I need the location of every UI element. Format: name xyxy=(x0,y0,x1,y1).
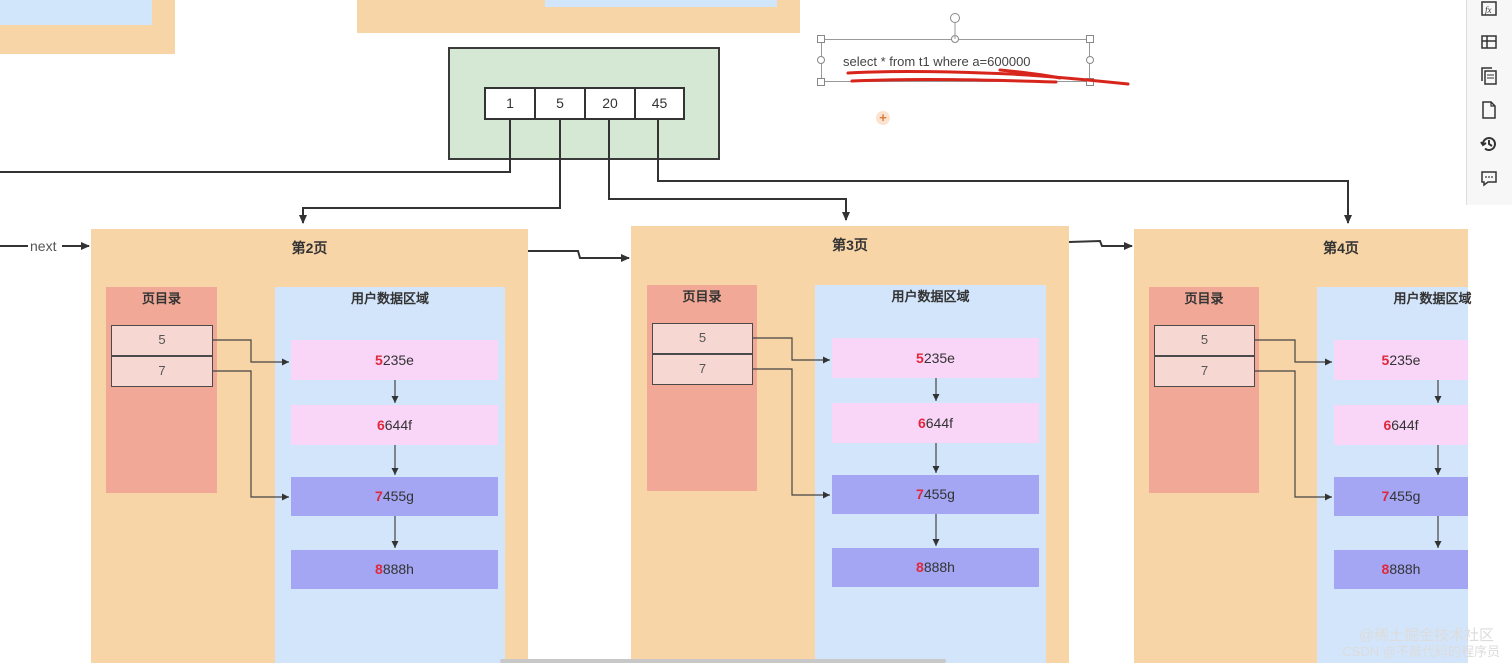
page-2-title: 第2页 xyxy=(291,240,328,256)
copy-icon[interactable] xyxy=(1478,66,1500,88)
partial-data-area-top-left xyxy=(0,0,152,25)
page-2-record[interactable]: 7455g xyxy=(291,477,498,516)
record-key: 7 xyxy=(916,486,924,502)
page-4-record[interactable]: 8888h xyxy=(1334,550,1468,589)
record-value: 455g xyxy=(1389,488,1421,504)
page-3-record[interactable]: 8888h xyxy=(832,548,1039,587)
selection-handle[interactable] xyxy=(1086,35,1094,43)
selection-handle[interactable] xyxy=(951,35,959,43)
page-4-directory xyxy=(1149,287,1259,493)
record-value: 235e xyxy=(382,352,414,368)
root-key-3[interactable]: 20 xyxy=(584,87,636,120)
page-2-slot-5[interactable]: 5 xyxy=(111,325,213,356)
page-4-data-title: 用户数据区域 xyxy=(1393,291,1472,306)
record-value: 235e xyxy=(923,350,955,366)
record-key: 8 xyxy=(375,561,383,577)
sql-text: select * from t1 where a=600000 xyxy=(843,54,1031,69)
add-icon[interactable]: + xyxy=(876,111,890,125)
partial-data-area-top-middle xyxy=(545,0,777,7)
record-value: 455g xyxy=(923,486,955,502)
page-4-record[interactable]: 6644f xyxy=(1334,405,1468,445)
record-key: 5 xyxy=(1381,352,1390,368)
horizontal-scrollbar[interactable] xyxy=(500,659,946,663)
selection-handle[interactable] xyxy=(817,78,825,86)
page-4-slot-5[interactable]: 5 xyxy=(1154,325,1255,356)
page-icon[interactable] xyxy=(1478,100,1500,122)
page-3-record[interactable]: 7455g xyxy=(832,475,1039,514)
page-2-slot-7[interactable]: 7 xyxy=(111,356,213,387)
record-key: 6 xyxy=(917,415,926,431)
record-key: 8 xyxy=(916,559,924,575)
page-3-slot-7[interactable]: 7 xyxy=(652,354,753,385)
record-key: 7 xyxy=(1381,488,1390,504)
page-4-directory-title: 页目录 xyxy=(1184,291,1224,306)
selection-handle[interactable] xyxy=(817,56,825,64)
page-4-record[interactable]: 5235e xyxy=(1334,340,1468,380)
page-4-slot-7[interactable]: 7 xyxy=(1154,356,1255,387)
record-key: 6 xyxy=(1383,417,1392,433)
next-pointer-3-4 xyxy=(1068,239,1133,250)
next-pointer-2-3 xyxy=(528,250,630,262)
record-key: 5 xyxy=(375,352,383,368)
record-value: 455g xyxy=(382,488,414,504)
page-2-data-title: 用户数据区域 xyxy=(350,291,429,306)
selection-handle[interactable] xyxy=(817,35,825,43)
pointer-key-1 xyxy=(0,120,511,173)
page-3-directory-title: 页目录 xyxy=(682,289,722,304)
page-3-record[interactable]: 6644f xyxy=(832,403,1039,443)
page-3-directory xyxy=(647,285,757,491)
root-key-2[interactable]: 5 xyxy=(534,87,586,120)
watermark-line-1: @稀土掘金技术社区 xyxy=(1358,627,1494,644)
history-icon[interactable] xyxy=(1478,134,1500,156)
page-3-slot-5[interactable]: 5 xyxy=(652,323,753,354)
record-key: 5 xyxy=(916,350,924,366)
record-value: 644f xyxy=(384,417,413,433)
root-key-1[interactable]: 1 xyxy=(484,87,536,120)
rotate-handle[interactable] xyxy=(950,13,960,23)
root-key-4[interactable]: 45 xyxy=(634,87,685,120)
page-4-title: 第4页 xyxy=(1323,240,1359,256)
record-value: 644f xyxy=(925,415,954,431)
record-key: 7 xyxy=(375,488,383,504)
watermark-line-2: CSDN @不敲代码的程序员 xyxy=(1342,644,1500,659)
page-3-title: 第3页 xyxy=(832,237,868,253)
selection-handle[interactable] xyxy=(1086,56,1094,64)
record-value: 235e xyxy=(1389,352,1421,368)
page-3-record[interactable]: 5235e xyxy=(832,338,1039,378)
next-label: next xyxy=(30,238,57,254)
comment-icon[interactable] xyxy=(1478,168,1500,190)
page-2-directory xyxy=(106,287,217,493)
record-key: 6 xyxy=(376,417,385,433)
selection-handle[interactable] xyxy=(1086,78,1094,86)
page-2-record[interactable]: 6644f xyxy=(291,405,498,445)
page-2-directory-title: 页目录 xyxy=(141,291,181,306)
page-4-record[interactable]: 7455g xyxy=(1334,477,1468,516)
record-key: 8 xyxy=(1381,561,1390,577)
record-value: 888h xyxy=(1389,561,1421,577)
sql-text-box[interactable]: select * from t1 where a=600000 xyxy=(821,39,1090,82)
pointer-key-45 xyxy=(657,120,1352,224)
record-value: 888h xyxy=(923,559,955,575)
svg-text:fx: fx xyxy=(1485,5,1492,15)
page-2-record[interactable]: 5235e xyxy=(291,340,498,380)
page-3-data-title: 用户数据区域 xyxy=(891,289,970,304)
formula-icon[interactable]: fx xyxy=(1478,0,1500,22)
page-2-record[interactable]: 8888h xyxy=(291,550,498,589)
right-toolbar: fx xyxy=(1466,0,1512,205)
record-value: 888h xyxy=(382,561,414,577)
record-value: 644f xyxy=(1391,417,1419,433)
table-icon[interactable] xyxy=(1478,32,1500,54)
